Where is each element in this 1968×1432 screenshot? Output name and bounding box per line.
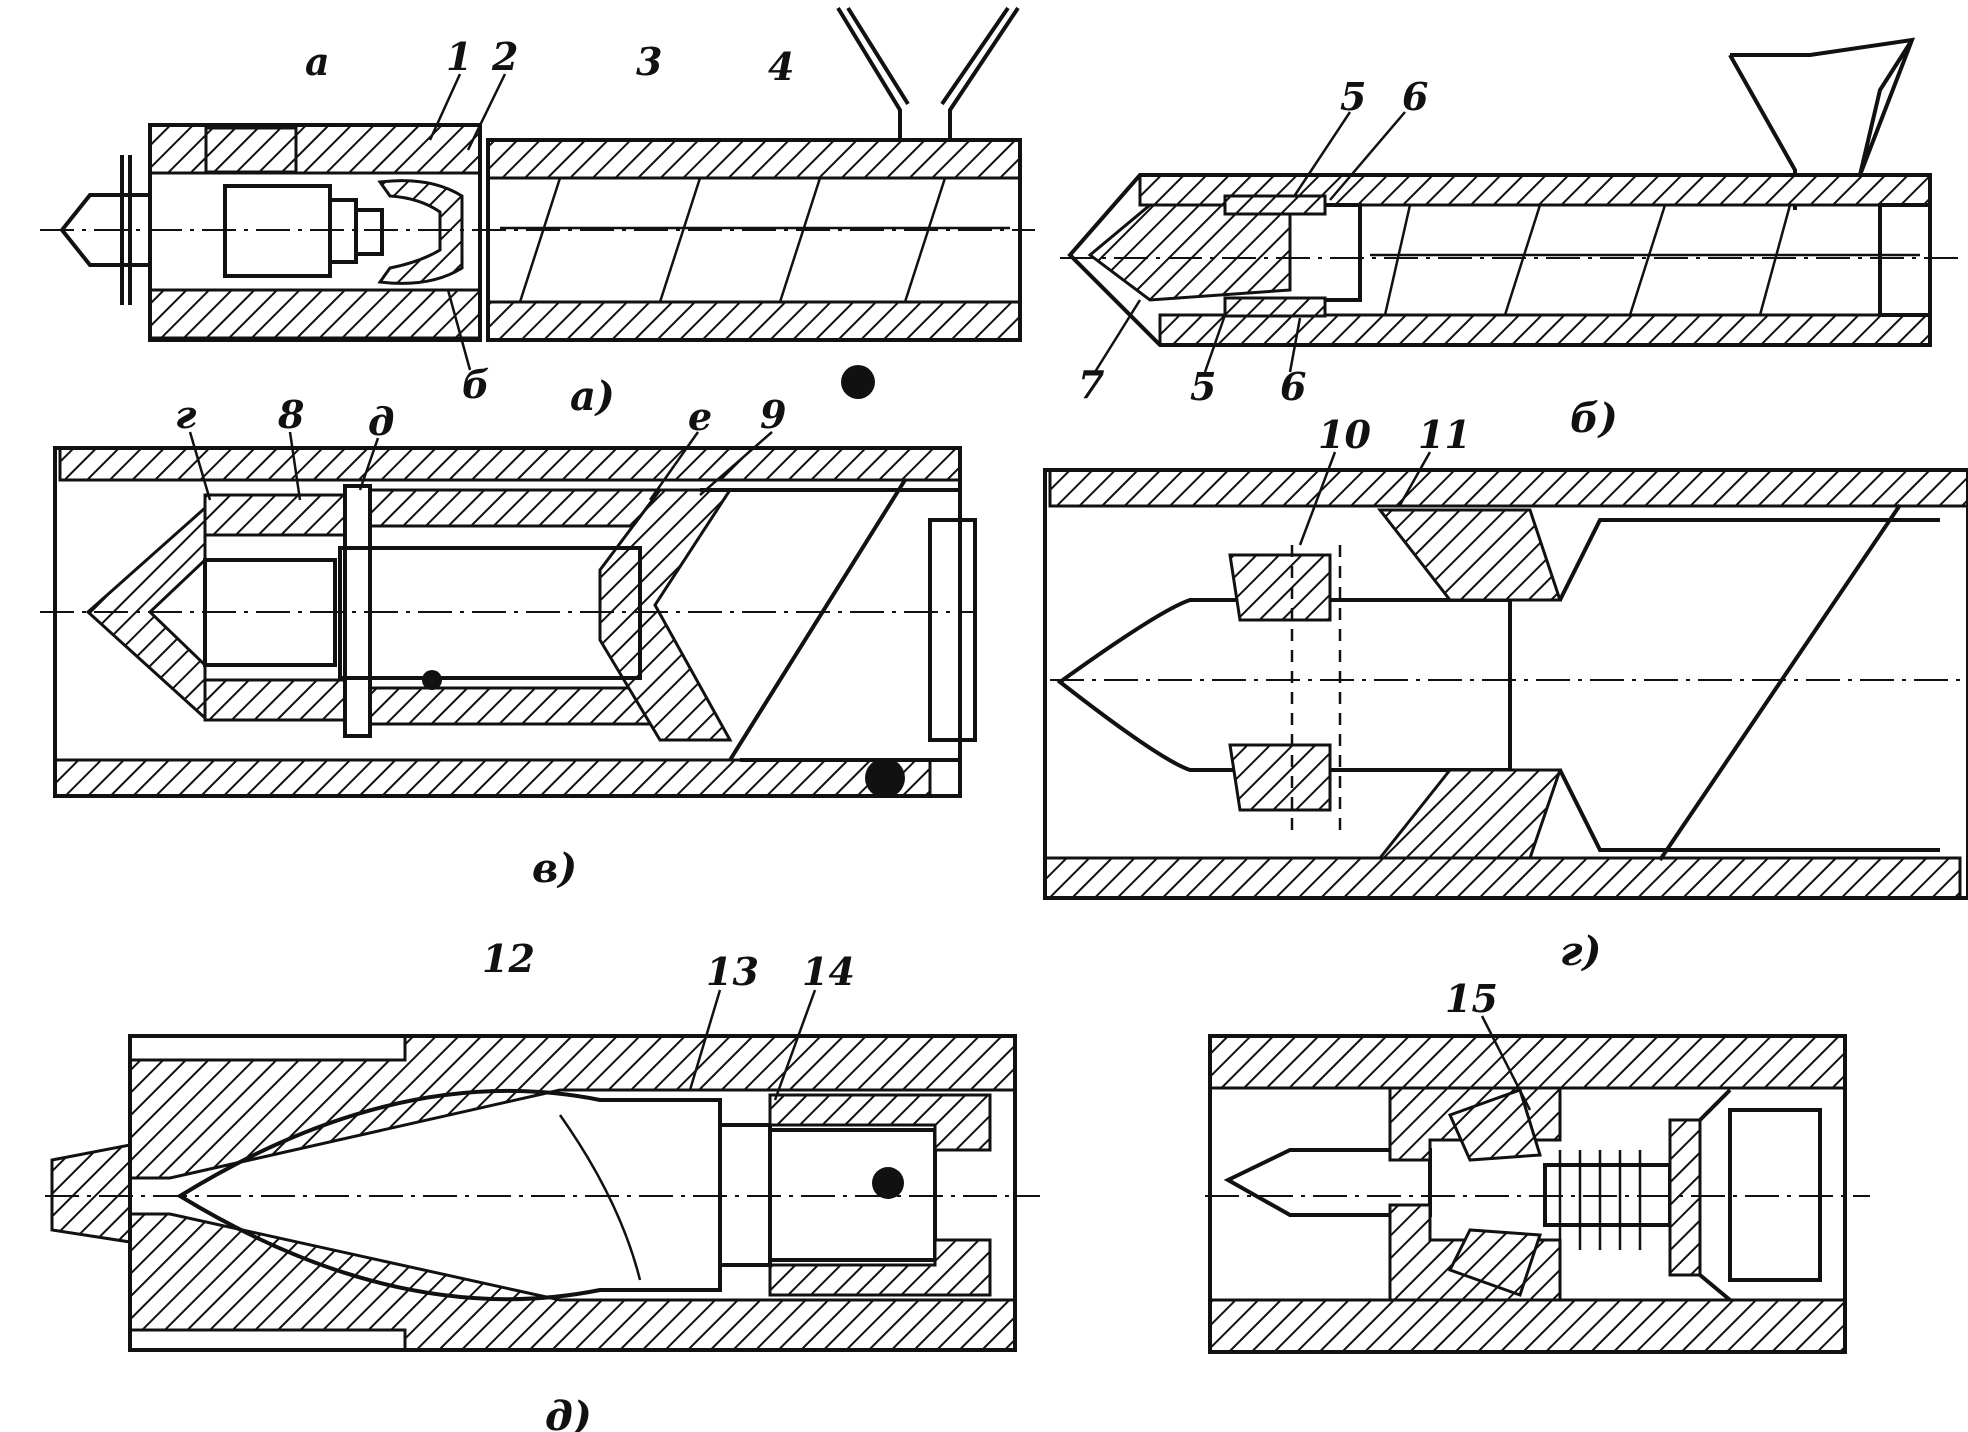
label-12: 12 [482, 936, 535, 981]
ink-blot [865, 758, 905, 798]
figure-d-right: 15 [1205, 976, 1870, 1354]
caption-d: д) [545, 1393, 592, 1432]
label-2: 2 [491, 34, 518, 79]
label-15: 15 [1445, 976, 1498, 1021]
label-10: 10 [1318, 412, 1371, 457]
label-8: 8 [277, 392, 304, 437]
figure-g: 10 11 г) [1043, 412, 1968, 975]
label-11: 11 [1418, 412, 1471, 457]
label-6-bottom: 6 [1280, 364, 1306, 409]
label-7: 7 [1078, 362, 1104, 407]
label-6-top: 6 [1402, 74, 1428, 119]
label-14: 14 [802, 949, 855, 994]
label-9: 9 [760, 392, 786, 437]
caption-g: г) [1560, 928, 1601, 975]
label-d: д [368, 399, 394, 444]
ink-blot [422, 670, 442, 690]
label-1: 1 [446, 34, 472, 79]
ink-blot [841, 365, 875, 399]
label-b-small: б [462, 362, 489, 407]
caption-a: а) [570, 373, 615, 420]
caption-b: б) [1570, 395, 1618, 442]
label-g: г [175, 392, 196, 437]
label-a: a [305, 39, 330, 84]
label-e: е [688, 394, 712, 439]
figure-d-left: 12 13 14 д) [45, 936, 1040, 1432]
label-5-bottom: 5 [1190, 364, 1216, 409]
caption-v: в) [532, 845, 577, 892]
label-5-top: 5 [1340, 74, 1366, 119]
ink-blot [872, 1167, 904, 1199]
figure-a: a 1 2 3 4 б а) [40, 6, 1035, 420]
label-3: 3 [636, 39, 662, 84]
figure-v: г 8 д е 9 в) [40, 392, 977, 892]
label-13: 13 [706, 949, 759, 994]
label-4: 4 [768, 44, 794, 89]
figure-b: 5 6 7 5 6 б) [1060, 37, 1965, 442]
